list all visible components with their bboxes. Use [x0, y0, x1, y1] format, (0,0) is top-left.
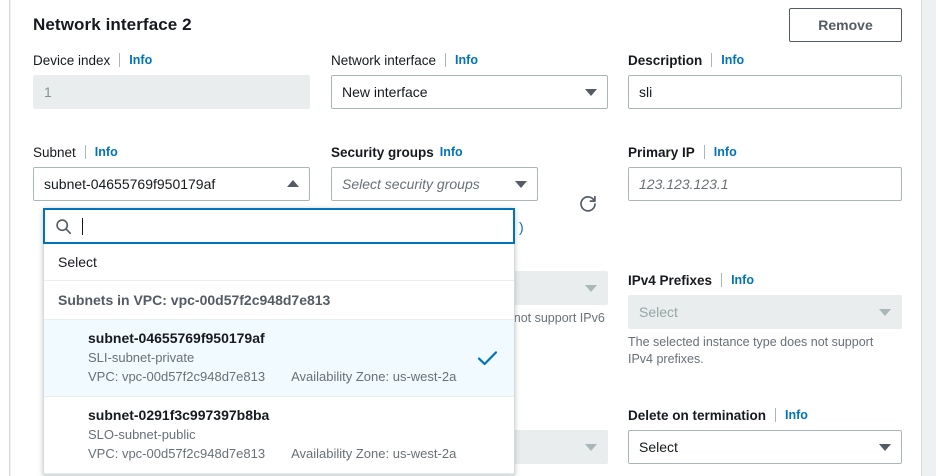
label-divider: [84, 145, 86, 159]
subnet-search-box[interactable]: [43, 208, 515, 244]
ipv4-prefixes-field: IPv4 Prefixes Info Select The selected i…: [628, 271, 902, 368]
description-field: Description Info sli: [628, 51, 902, 109]
description-label: Description: [628, 52, 703, 68]
subnet-label-row: Subnet Info: [33, 143, 310, 161]
subnet-option-az: Availability Zone: us-west-2a: [291, 369, 457, 384]
network-interface-field: Network interface Info New interface: [331, 51, 608, 109]
page-right-gutter: [921, 0, 936, 476]
chevron-down-icon: [879, 444, 891, 451]
subnet-option-name: SLO-subnet-public: [88, 427, 196, 442]
primary-ip-placeholder: 123.123.123.1: [639, 176, 729, 192]
label-divider: [119, 53, 121, 67]
security-groups-select[interactable]: Select security groups: [331, 167, 538, 201]
label-divider: [775, 408, 777, 422]
security-groups-label: Security groups: [331, 144, 434, 160]
page-left-gutter: [0, 0, 10, 476]
chevron-down-icon: [585, 285, 597, 292]
security-groups-field: Security groups Info Select security gro…: [331, 143, 538, 201]
subnet-option-vpc: VPC: vpc-00d57f2c948d7e813: [88, 446, 266, 461]
chevron-down-icon: [585, 444, 597, 451]
network-interface-panel: Network interface 2 Remove Device index …: [11, 0, 921, 476]
list-item[interactable]: subnet-0291f3c997397b8ba SLO-subnet-publ…: [44, 397, 514, 474]
primary-ip-input[interactable]: 123.123.123.1: [628, 167, 902, 201]
primary-ip-label: Primary IP: [628, 144, 695, 160]
chevron-down-icon: [879, 309, 891, 316]
subnet-option-meta: VPC: vpc-00d57f2c948d7e813 Availability …: [88, 444, 472, 463]
subnet-option-name: SLI-subnet-private: [88, 350, 195, 365]
subnet-option-id: subnet-0291f3c997397b8ba: [88, 407, 270, 423]
device-index-label: Device index: [33, 52, 111, 68]
subnet-label: Subnet: [33, 144, 76, 160]
delete-on-termination-info-link[interactable]: Info: [785, 408, 808, 422]
device-index-info-link[interactable]: Info: [129, 53, 153, 67]
page-title: Network interface 2: [33, 15, 192, 34]
device-index-value: 1: [44, 84, 52, 100]
network-interface-label: Network interface: [331, 52, 437, 68]
device-index-label-row: Device index Info: [33, 51, 310, 69]
subnet-group-header: Subnets in VPC: vpc-00d57f2c948d7e813: [44, 281, 514, 320]
ipv4-prefixes-placeholder: Select: [639, 304, 678, 320]
network-interface-select[interactable]: New interface: [331, 75, 608, 109]
delete-on-termination-label: Delete on termination: [628, 407, 767, 423]
subnet-info-link[interactable]: Info: [94, 145, 118, 159]
network-interface-label-row: Network interface Info: [331, 51, 608, 69]
delete-on-termination-label-row: Delete on termination Info: [628, 406, 902, 424]
subnet-option-id: subnet-04655769f950179af: [88, 330, 265, 346]
label-divider: [721, 273, 723, 287]
label-divider: [711, 53, 713, 67]
description-input[interactable]: sli: [628, 75, 902, 109]
ipv4-prefixes-hint: The selected instance type does not supp…: [628, 335, 874, 366]
primary-ip-field: Primary IP Info 123.123.123.1: [628, 143, 902, 201]
subnet-option-vpc: VPC: vpc-00d57f2c948d7e813: [88, 369, 266, 384]
subnet-option-list: Select Subnets in VPC: vpc-00d57f2c948d7…: [43, 244, 515, 475]
create-security-group-link-fragment[interactable]: ): [519, 219, 524, 235]
description-label-row: Description Info: [628, 51, 902, 69]
chevron-down-icon: [515, 181, 527, 188]
subnet-value: subnet-04655769f950179af: [44, 176, 216, 192]
subnet-select[interactable]: subnet-04655769f950179af: [33, 167, 310, 201]
delete-on-termination-select[interactable]: Select: [628, 430, 902, 464]
subnet-option-meta: VPC: vpc-00d57f2c948d7e813 Availability …: [88, 367, 472, 386]
refresh-button[interactable]: [574, 190, 602, 218]
delete-on-termination-value: Select: [639, 439, 678, 455]
network-interface-value: New interface: [342, 84, 428, 100]
security-groups-placeholder: Select security groups: [342, 176, 480, 192]
delete-on-termination-field: Delete on termination Info Select: [628, 406, 902, 464]
device-index-input: 1: [33, 75, 310, 109]
check-icon: [477, 350, 498, 367]
subnet-dropdown: Select Subnets in VPC: vpc-00d57f2c948d7…: [43, 208, 515, 475]
primary-ip-label-row: Primary IP Info: [628, 143, 902, 161]
security-groups-label-row: Security groups Info: [331, 143, 538, 161]
subnet-option-select-placeholder[interactable]: Select: [44, 244, 514, 281]
subnet-option-az: Availability Zone: us-west-2a: [291, 446, 457, 461]
device-index-field: Device index Info 1: [33, 51, 310, 109]
primary-ip-info-link[interactable]: Info: [713, 145, 737, 159]
ipv4-prefixes-label: IPv4 Prefixes: [628, 272, 713, 288]
description-value: sli: [639, 84, 653, 100]
list-item[interactable]: subnet-04655769f950179af SLI-subnet-priv…: [44, 320, 514, 397]
security-groups-info-link[interactable]: Info: [439, 145, 463, 159]
search-icon: [55, 218, 72, 235]
ipv4-prefixes-label-row: IPv4 Prefixes Info: [628, 271, 902, 289]
text-cursor: [82, 217, 83, 235]
label-divider: [445, 53, 447, 67]
description-info-link[interactable]: Info: [721, 53, 745, 67]
ipv4-prefixes-select: Select: [628, 295, 902, 329]
chevron-up-icon: [287, 180, 299, 187]
remove-button[interactable]: Remove: [789, 8, 902, 42]
label-divider: [703, 145, 705, 159]
chevron-down-icon: [585, 89, 597, 96]
network-interface-info-link[interactable]: Info: [455, 53, 478, 67]
ipv4-prefixes-info-link[interactable]: Info: [731, 273, 754, 287]
subnet-field: Subnet Info subnet-04655769f950179af: [33, 143, 310, 201]
